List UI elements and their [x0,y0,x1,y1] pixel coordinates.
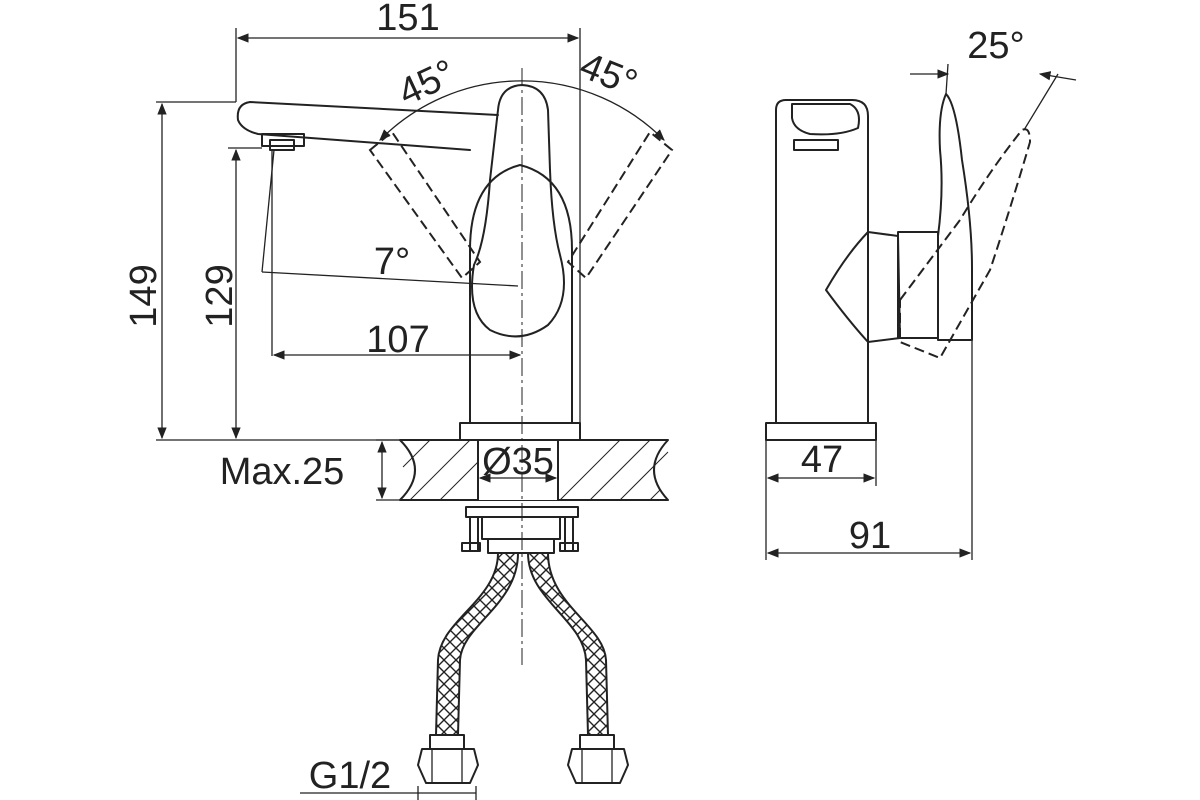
faucet-body-side [765,93,1032,441]
max-deck-thickness-label: Max.25 [220,451,345,493]
deck-section [399,439,669,501]
spout-reach-label: 107 [366,319,429,361]
spout-tilt-angle-label: 7° [374,241,410,283]
supply-hose-left [417,552,520,784]
mount-hole-diameter-label: Ø35 [482,441,554,483]
left-angle-label: 45° [392,52,462,114]
side-view [765,63,1077,560]
spout-height-label: 129 [199,264,241,327]
overall-height-label: 149 [123,264,165,327]
dimension-lines-front [156,28,665,800]
mounting-hardware [461,506,579,554]
overall-width-label: 151 [376,0,439,39]
base-diameter-label: 47 [801,439,843,481]
front-view [156,28,674,800]
handle-lift-angle-label: 25° [967,25,1024,67]
overall-depth-label: 91 [849,515,891,557]
faucet-body-front [236,68,674,665]
right-angle-label: 45° [574,45,643,105]
inlet-thread-label: G1/2 [309,755,391,797]
supply-hose-right [526,552,629,784]
dimension-lines-side [765,63,1077,560]
